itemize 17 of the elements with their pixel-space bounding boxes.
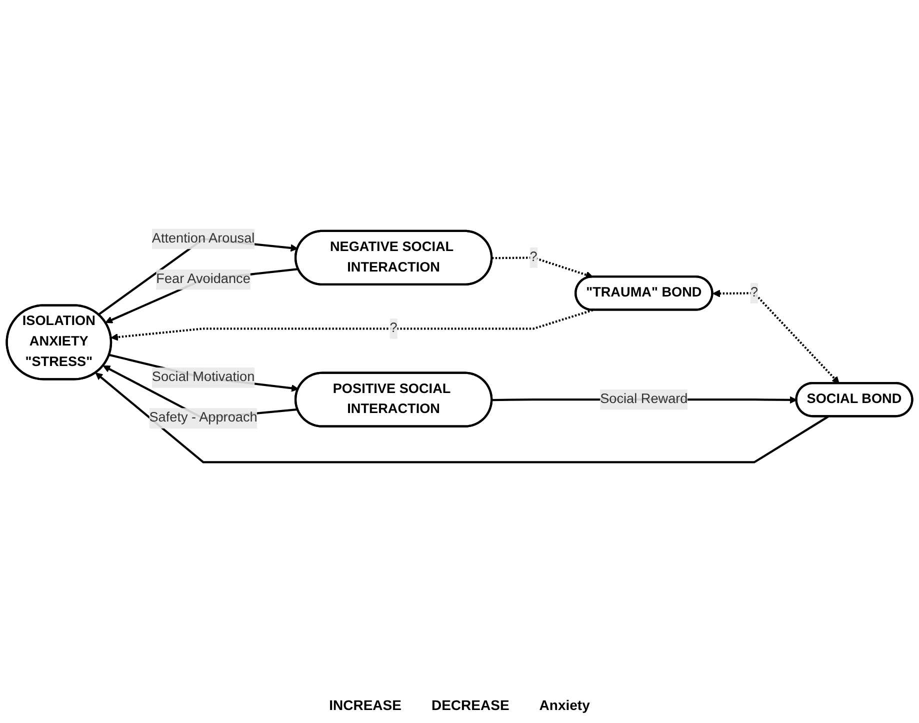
- edge-label: Attention Arousal: [152, 231, 255, 246]
- edge-label: ?: [750, 285, 758, 300]
- edge-label: Safety - Approach: [149, 410, 258, 426]
- edge-label: Social Motivation: [152, 370, 255, 384]
- edge-label: ?: [530, 250, 538, 264]
- arrow: [95, 372, 829, 464]
- edge-label: Fear Avoidance: [156, 272, 250, 286]
- edge-label: Social Reward: [600, 392, 688, 406]
- annotation-label: INCREASE: [329, 697, 402, 713]
- edge-label: ?: [390, 320, 398, 336]
- arrow: [109, 354, 299, 392]
- annotation-label: Anxiety: [539, 697, 590, 713]
- annotation-label: DECREASE: [431, 697, 510, 713]
- arrow: [712, 290, 840, 384]
- arrow: [105, 268, 298, 324]
- arrow: [492, 256, 594, 278]
- arrow: [110, 309, 594, 341]
